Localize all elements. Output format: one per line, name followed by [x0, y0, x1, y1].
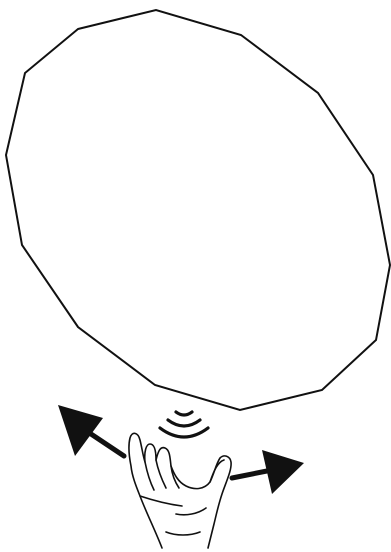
mirror-outline-icon — [6, 10, 390, 410]
arrow-right-icon — [232, 450, 304, 494]
arrow-left-icon — [58, 405, 124, 456]
hand-icon — [129, 433, 231, 548]
sensor-wave-icon — [160, 412, 208, 437]
